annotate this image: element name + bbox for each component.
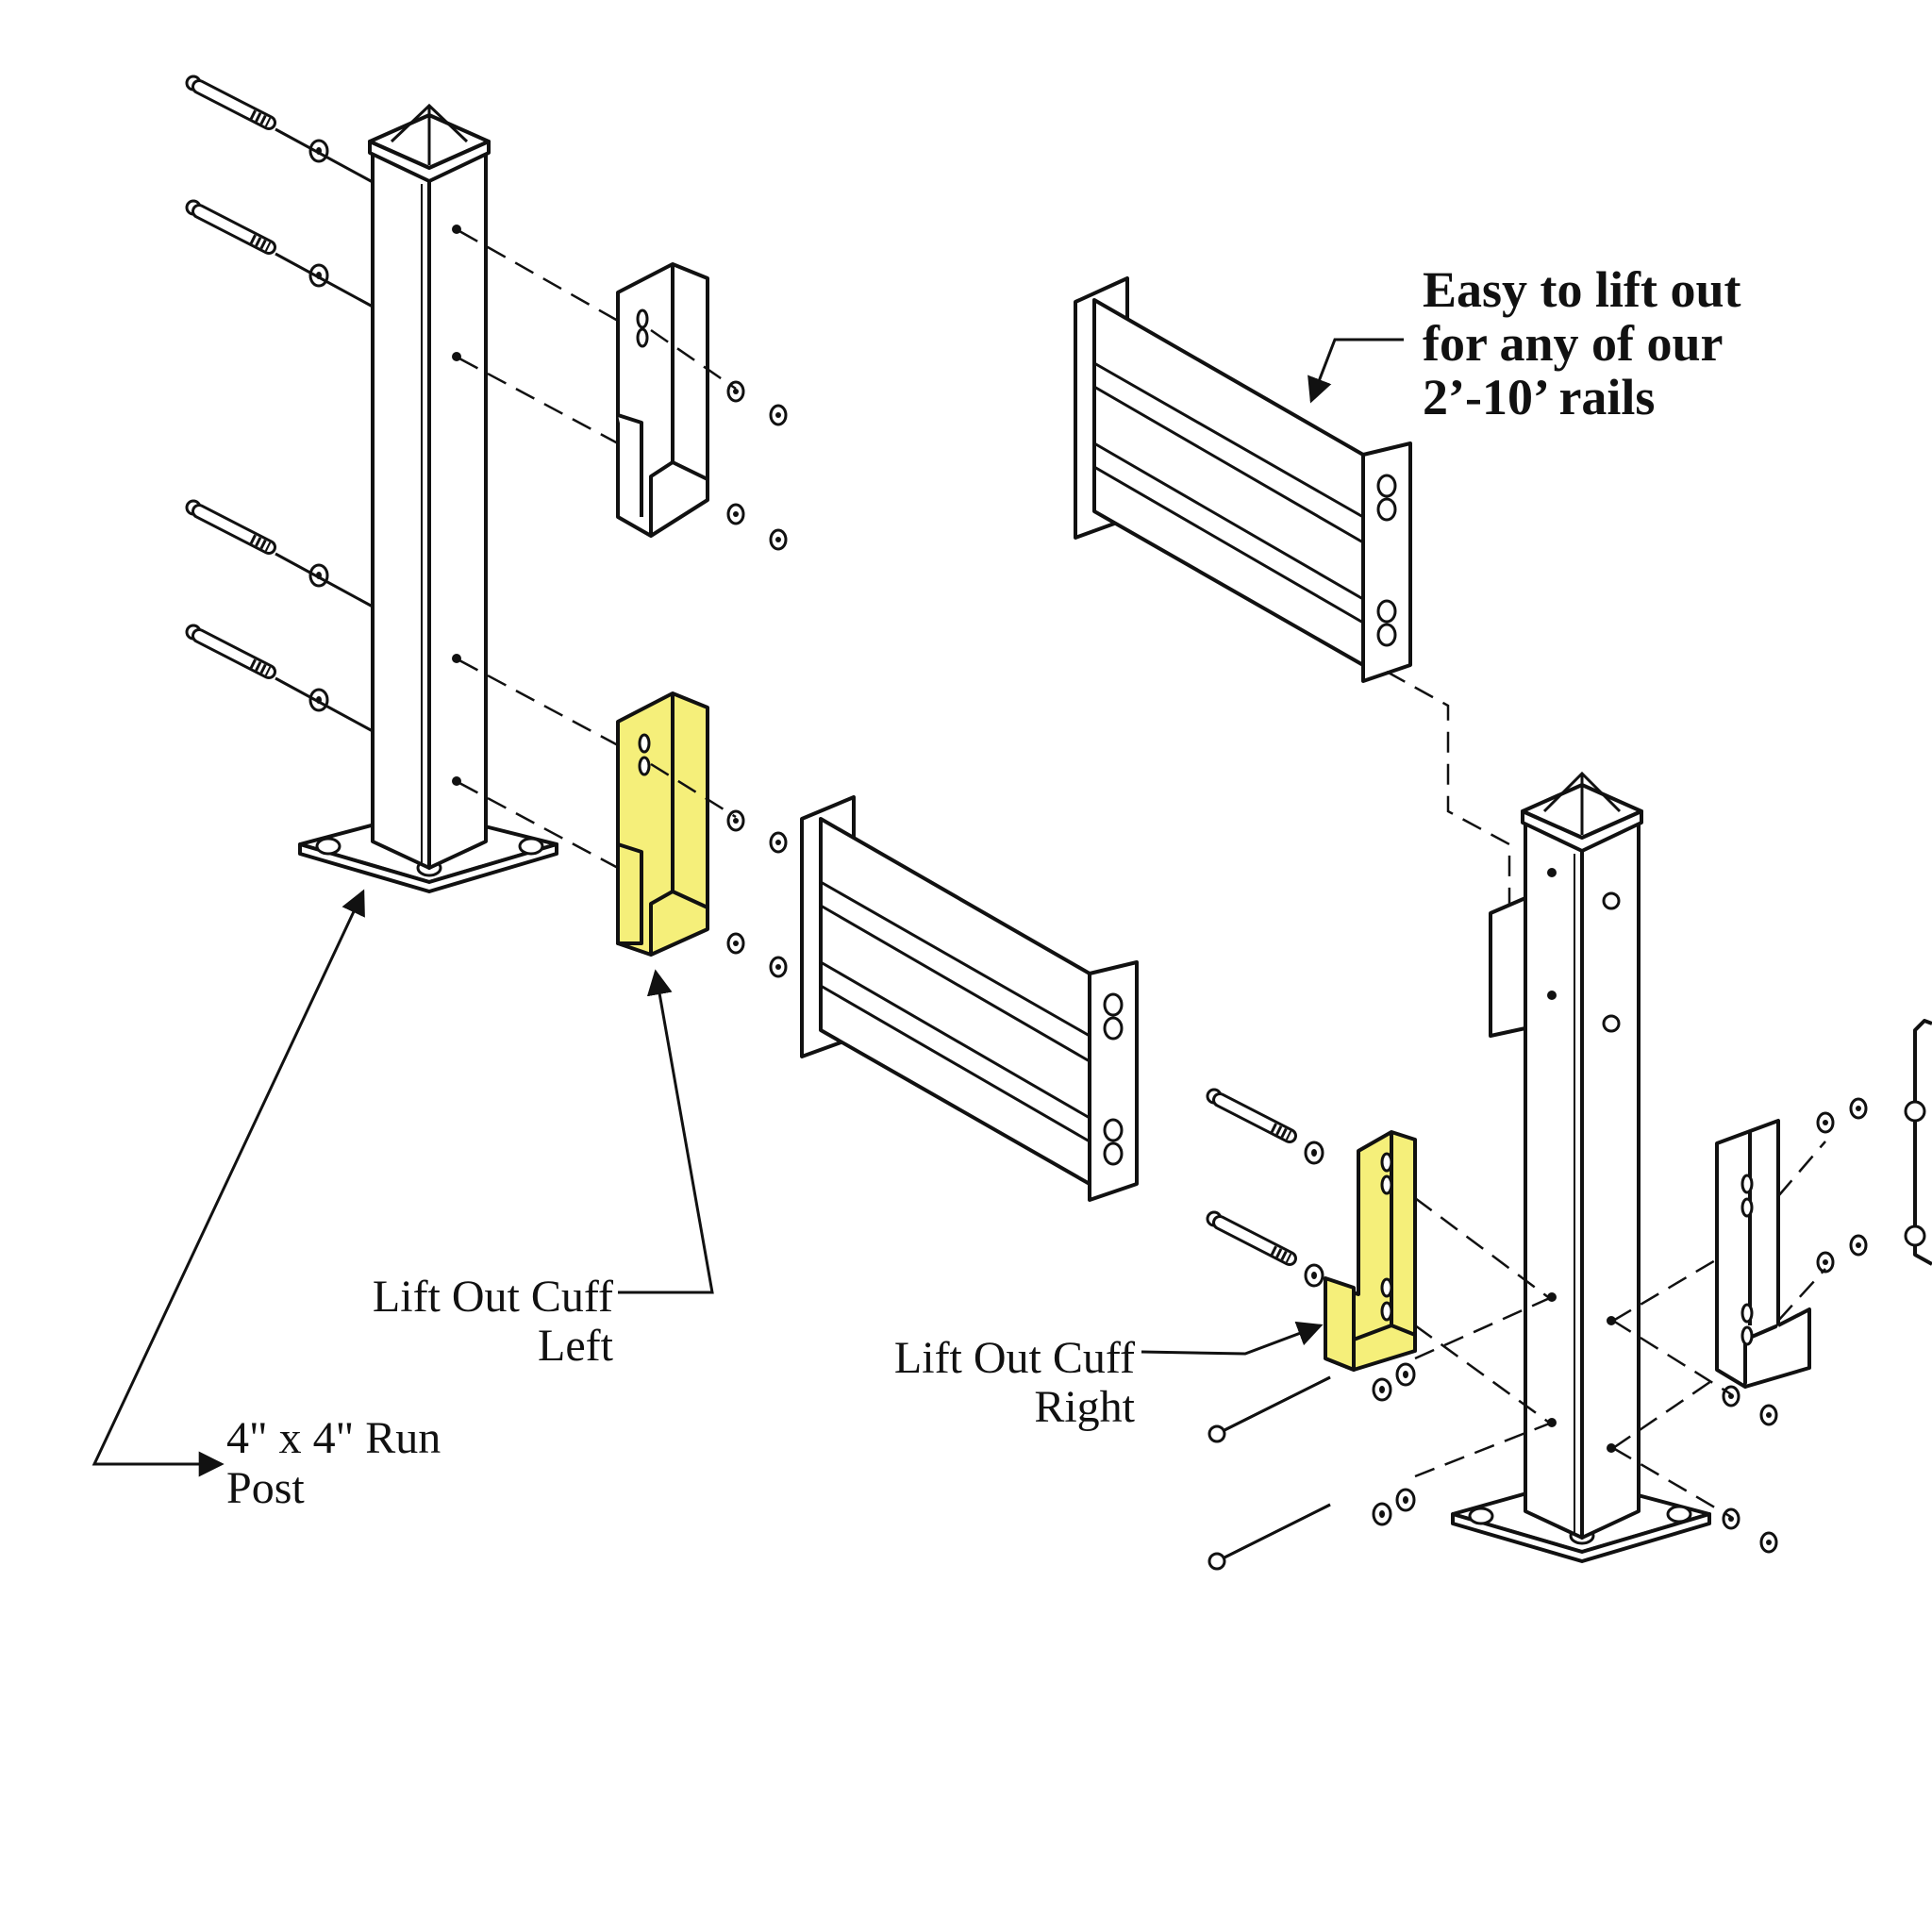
alignment-lines-left <box>458 229 737 870</box>
alignment-lines-right <box>1414 1141 1826 1519</box>
adjacent-post-bolts <box>1904 1100 1926 1247</box>
rail-callout-line-1: Easy to lift out <box>1423 261 1741 318</box>
cuff-left-label-line-1: Lift Out Cuff <box>373 1272 613 1322</box>
right-cuff-bolts <box>1208 1090 1868 1571</box>
left-post-bolts <box>187 76 374 733</box>
lift-out-cuff-right <box>1324 1130 1417 1372</box>
rail-to-post-line <box>1386 670 1511 906</box>
cuff-left-label-line-2: Left <box>538 1321 614 1371</box>
leader-cuff-right <box>1141 1321 1324 1356</box>
lift-out-cuff-left <box>616 691 709 957</box>
leader-run-post <box>92 889 365 1466</box>
leader-cuff-left <box>618 969 714 1294</box>
cuff-right-label-line-2: Right <box>1034 1382 1135 1432</box>
rail-lower <box>800 795 1139 1202</box>
rail-callout-line-2: for any of our <box>1423 315 1724 372</box>
rail-upper <box>1074 276 1412 683</box>
cuff-right-label-line-1: Lift Out Cuff <box>894 1333 1135 1383</box>
run-post-label-line-1: 4" x 4" Run <box>226 1413 441 1463</box>
lift-out-cuff-upper-left <box>616 262 709 538</box>
lift-out-cuff-far-right <box>1715 1119 1811 1389</box>
rail-callout-line-3: 2’-10’ rails <box>1423 369 1655 425</box>
run-post-right <box>1451 771 1711 1563</box>
leader-rail-callout <box>1307 338 1404 404</box>
run-post-left <box>298 103 558 893</box>
left-cuff-nuts <box>726 380 788 978</box>
adjacent-post-edge <box>1913 1019 1932 1266</box>
run-post-label-line-2: Post <box>226 1463 305 1513</box>
